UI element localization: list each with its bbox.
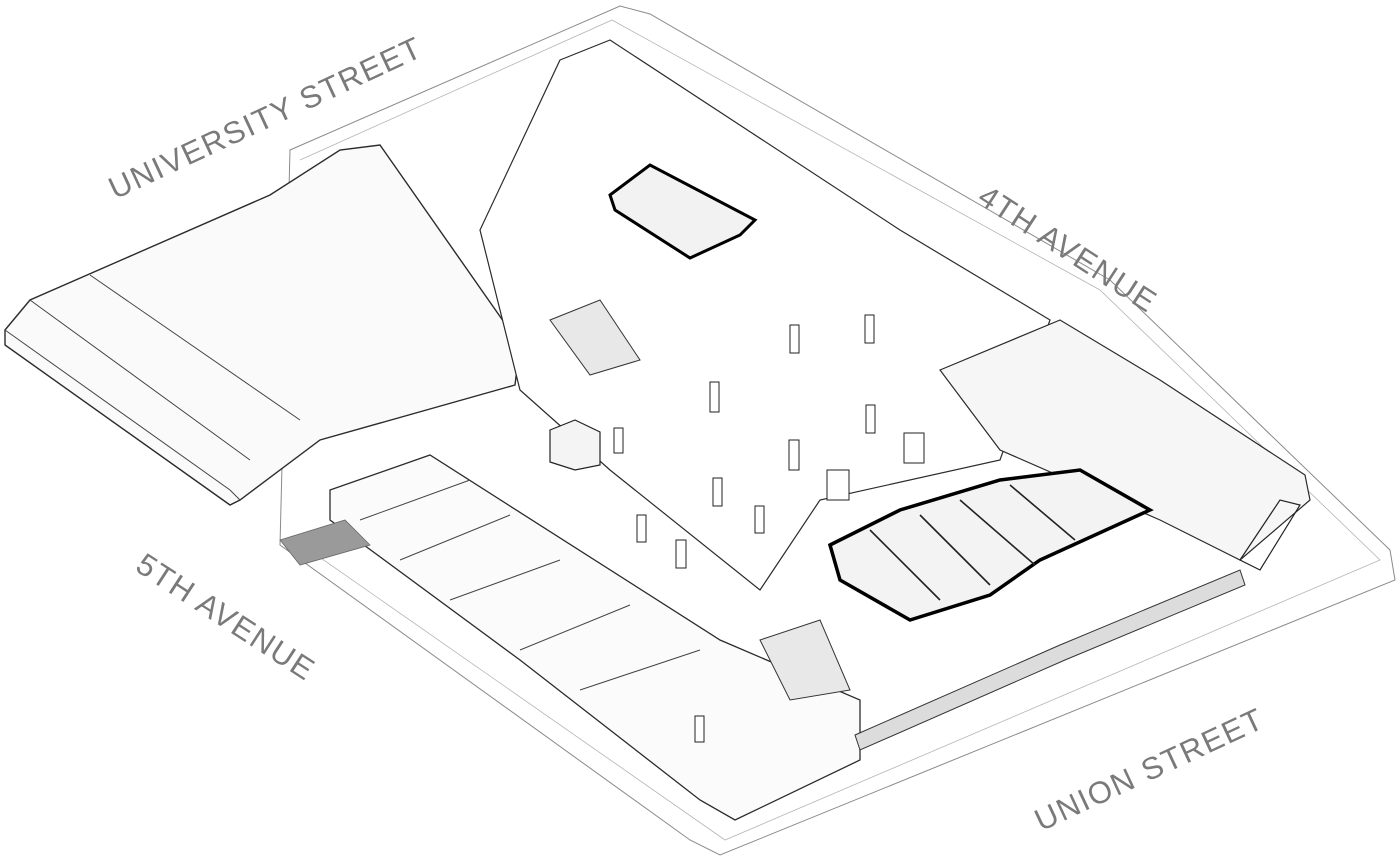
column bbox=[754, 505, 765, 534]
plaza-kiosk bbox=[549, 419, 601, 471]
union-canopy bbox=[854, 569, 1246, 751]
sidewalk-curb bbox=[294, 19, 1381, 841]
escalator-north bbox=[549, 299, 641, 376]
column bbox=[789, 324, 800, 354]
south-wing-rooms bbox=[359, 479, 701, 691]
column bbox=[709, 381, 720, 413]
corner-paving bbox=[279, 519, 371, 566]
north-block bbox=[608, 163, 758, 260]
column bbox=[675, 539, 687, 569]
plaza-columns bbox=[613, 314, 925, 743]
column bbox=[694, 715, 705, 743]
theatre-partitions bbox=[869, 484, 1076, 601]
column bbox=[712, 477, 723, 507]
theatre-block bbox=[827, 468, 1154, 622]
column bbox=[865, 404, 876, 434]
escalator-south bbox=[759, 619, 851, 701]
column bbox=[613, 427, 624, 454]
column bbox=[864, 314, 875, 344]
column bbox=[788, 439, 800, 471]
column bbox=[636, 514, 647, 543]
west-wing-wall bbox=[4, 274, 301, 501]
south-wing bbox=[329, 454, 861, 821]
east-stair bbox=[1239, 499, 1301, 571]
west-wing-outline bbox=[4, 144, 521, 506]
column bbox=[826, 469, 850, 501]
site-outline bbox=[279, 5, 1396, 856]
column bbox=[903, 432, 925, 464]
